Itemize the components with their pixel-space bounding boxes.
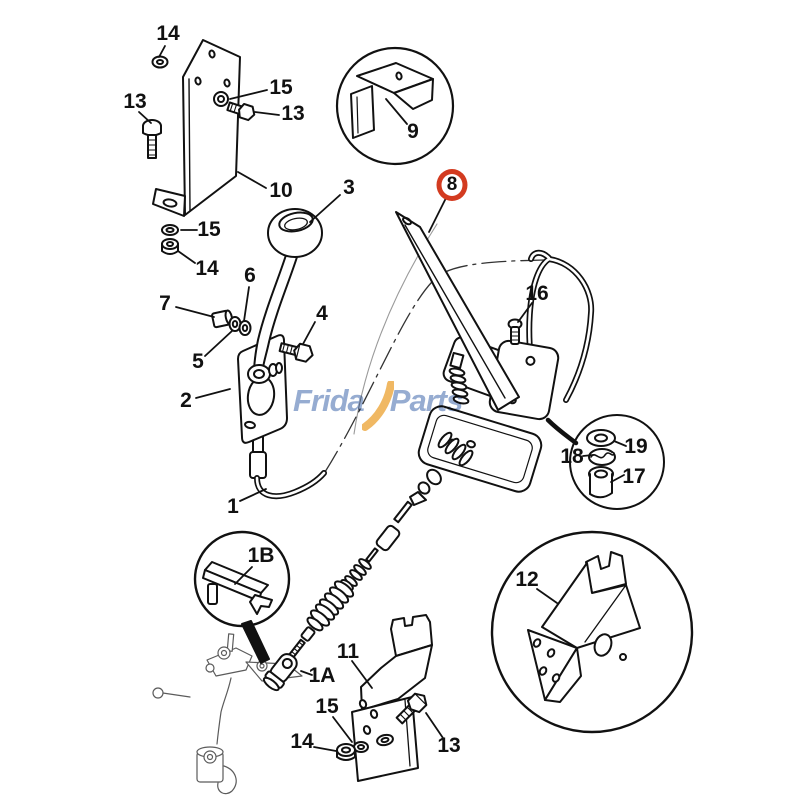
bolt-13-bottom — [395, 692, 428, 725]
inset-circle-12 — [490, 530, 694, 734]
dash-leader-line — [324, 259, 545, 473]
nut-14-lower-left — [161, 238, 179, 255]
plate-2 — [237, 334, 288, 444]
bracket-12 — [527, 551, 641, 703]
screw-16 — [507, 318, 523, 345]
channel-bracket-9 — [350, 62, 434, 139]
cable-1 — [249, 431, 327, 500]
bolt-13-left — [142, 119, 162, 159]
washer-19 — [586, 429, 616, 447]
clip-1b — [202, 561, 273, 615]
linkage-context — [152, 633, 303, 795]
inset-circle-1b — [193, 530, 291, 628]
cable-loop — [526, 249, 595, 406]
wave-washer-18 — [588, 448, 616, 466]
washer-15-lower-left — [161, 224, 179, 236]
bushing-17 — [588, 466, 614, 499]
leader-lines — [138, 45, 627, 752]
spacer-7-washers-5-6 — [211, 309, 252, 336]
inset-circle-17-18-19 — [569, 414, 665, 510]
nut-14-bottom — [336, 743, 356, 761]
pivot-hardware — [247, 362, 283, 384]
lever-8 — [395, 211, 520, 411]
knob-3 — [267, 208, 323, 258]
bracket-10 — [152, 39, 241, 217]
nut-14-top — [151, 55, 169, 69]
inset-pointer-wedge — [241, 620, 270, 664]
nut-15-on-plate — [213, 91, 229, 107]
cable-lower-run — [286, 491, 427, 662]
cable-end-1a — [262, 653, 298, 692]
bolt-13-right — [226, 101, 256, 122]
inset-circle-9 — [335, 46, 455, 166]
bolt-4 — [278, 342, 314, 363]
washer-15-bottom — [353, 741, 369, 753]
